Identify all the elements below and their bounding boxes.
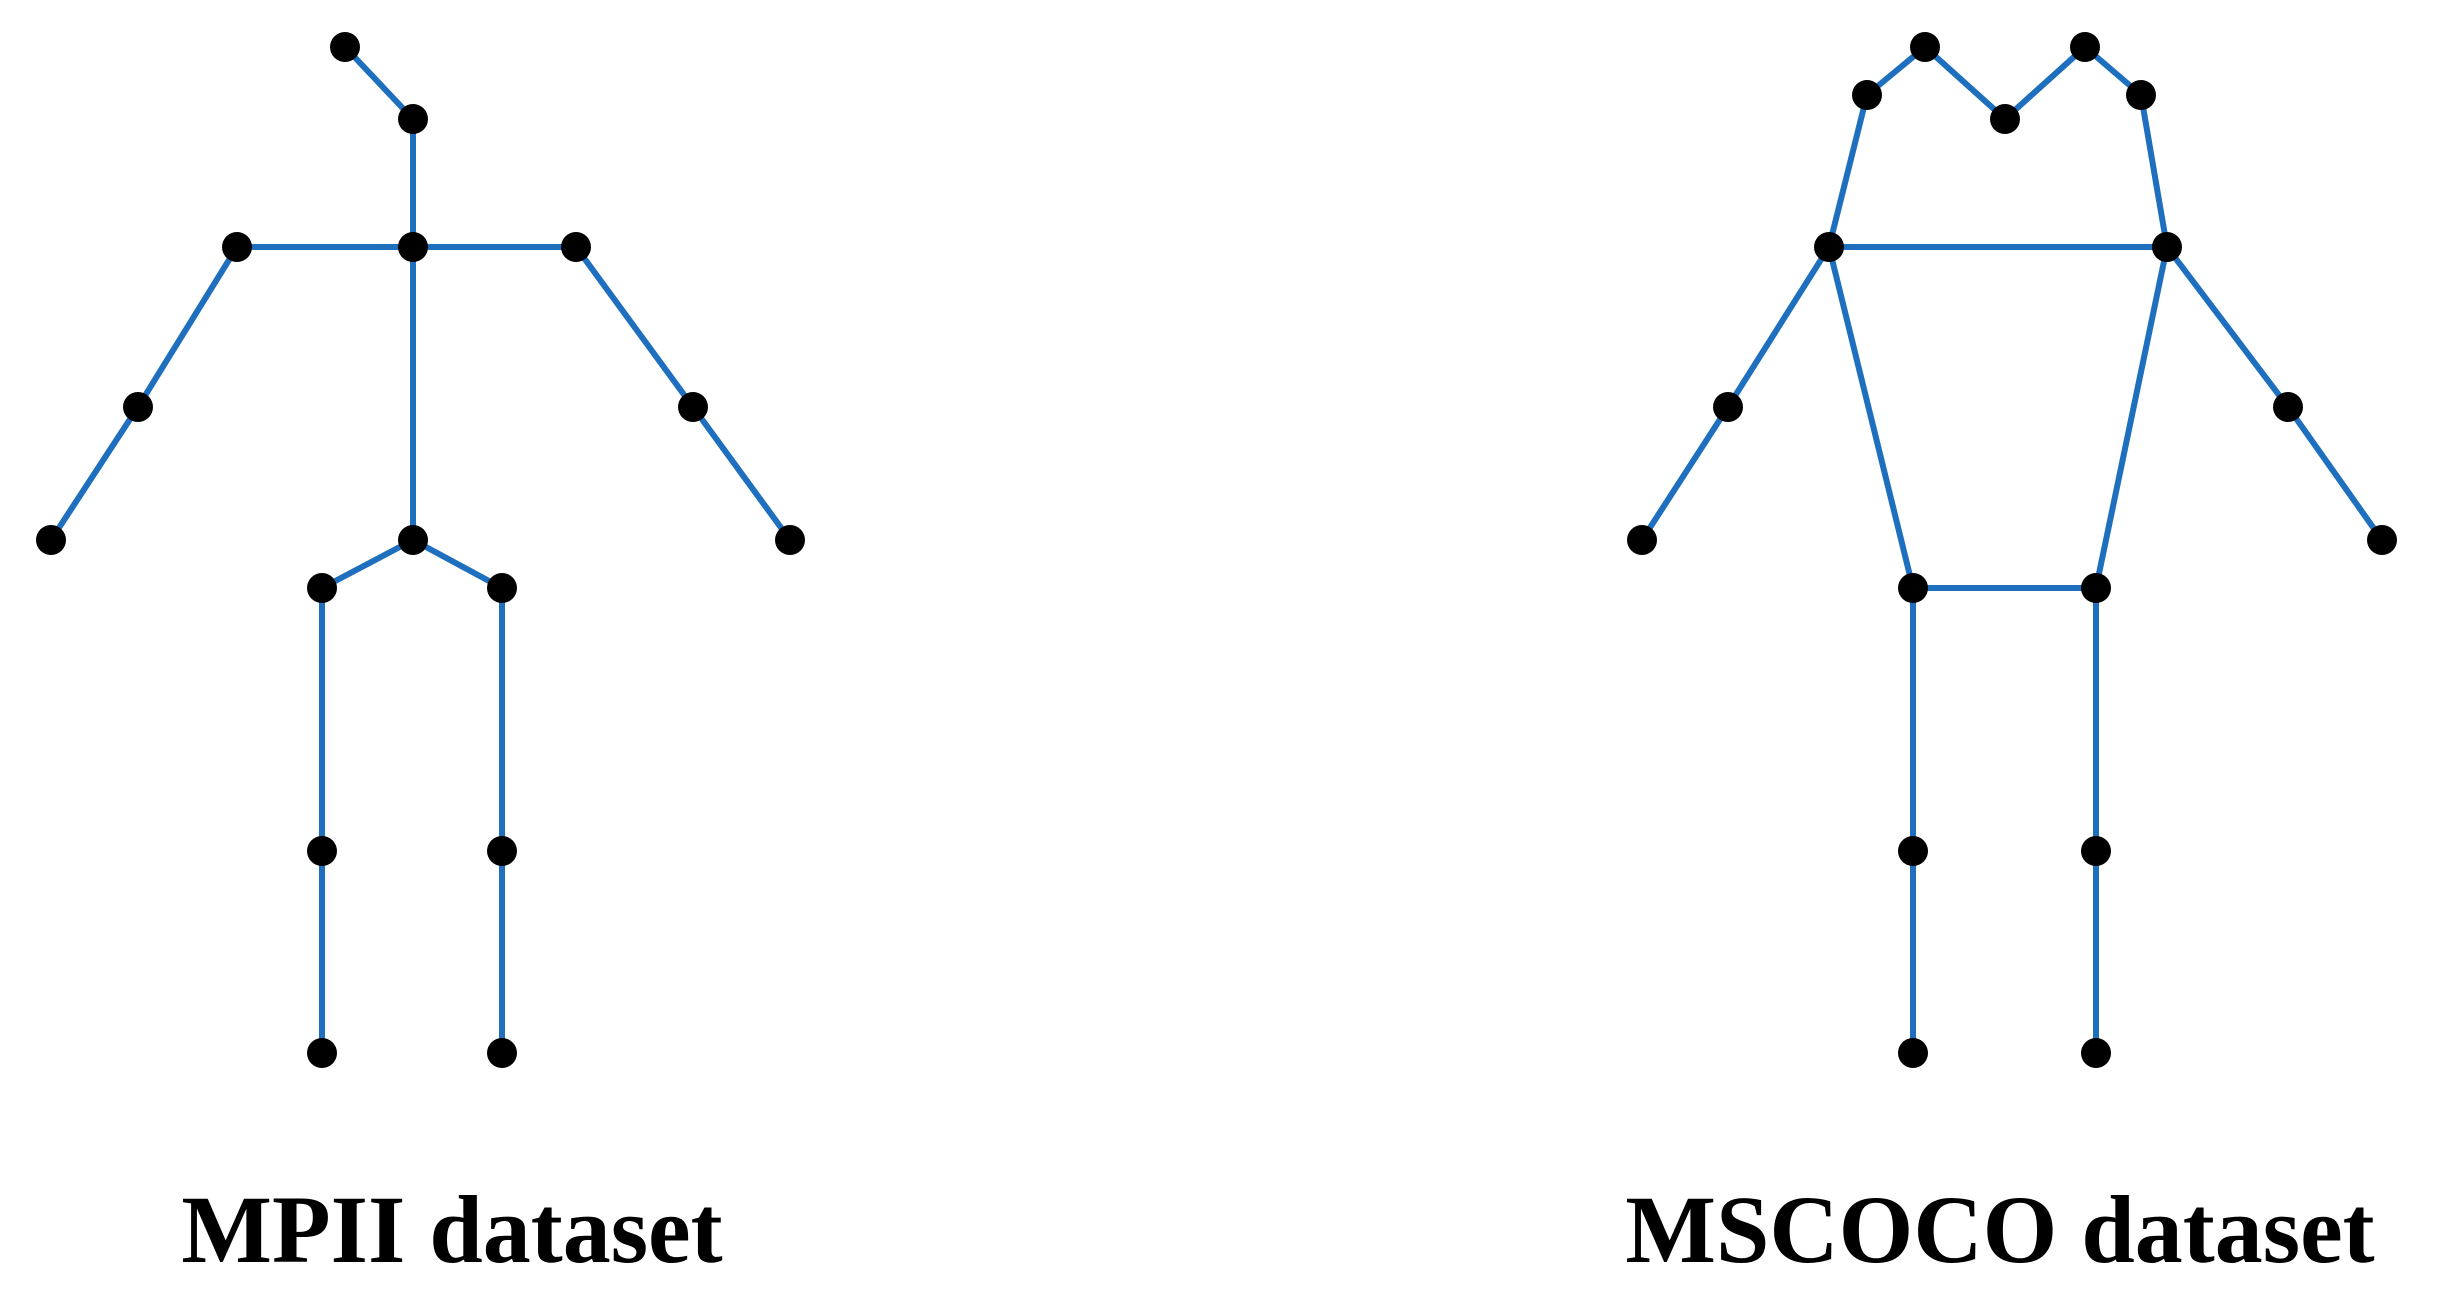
mscoco-joint <box>2081 573 2111 603</box>
mpii-skeleton <box>36 32 805 1068</box>
mscoco-joint <box>1910 32 1940 62</box>
mscoco-joint <box>2273 392 2303 422</box>
mscoco-joint <box>2070 32 2100 62</box>
mpii-joint <box>123 392 153 422</box>
mpii-bones <box>48 44 793 1056</box>
mpii-bone <box>342 44 416 122</box>
mpii-joint <box>678 392 708 422</box>
mscoco-joint <box>1898 1038 1928 1068</box>
mpii-joint <box>398 525 428 555</box>
mscoco-bone <box>1826 92 1870 250</box>
mpii-joint <box>487 836 517 866</box>
mpii-joint <box>487 1038 517 1068</box>
mscoco-joint <box>2081 836 2111 866</box>
mscoco-joint <box>2126 80 2156 110</box>
mscoco-bone <box>2138 92 2170 250</box>
mpii-joint <box>307 573 337 603</box>
mscoco-bone <box>1639 404 1731 543</box>
mpii-bone <box>690 404 793 543</box>
mscoco-bone <box>2164 244 2291 410</box>
mscoco-joint <box>2152 232 2182 262</box>
mscoco-skeleton <box>1627 32 2397 1068</box>
mpii-joint <box>561 232 591 262</box>
mpii-joint <box>307 836 337 866</box>
mpii-joint <box>398 232 428 262</box>
mscoco-joint <box>1713 392 1743 422</box>
mpii-joint <box>307 1038 337 1068</box>
mscoco-joint <box>2367 525 2397 555</box>
mscoco-bone <box>1725 244 1832 410</box>
mpii-bone <box>410 537 505 591</box>
mscoco-bone <box>2093 244 2170 591</box>
mpii-bone <box>319 537 416 591</box>
mscoco-bone <box>2002 44 2088 122</box>
mpii-caption: MPII dataset <box>181 1176 722 1283</box>
mscoco-caption: MSCOCO dataset <box>1625 1176 2374 1283</box>
mpii-bone <box>48 404 141 543</box>
mscoco-joint <box>2081 1038 2111 1068</box>
mscoco-bone <box>2285 404 2385 543</box>
mpii-joint <box>398 104 428 134</box>
mscoco-joint <box>1898 836 1928 866</box>
mpii-joint <box>775 525 805 555</box>
mpii-bone <box>135 244 240 410</box>
mscoco-joint <box>1898 573 1928 603</box>
mpii-joint <box>330 32 360 62</box>
mscoco-joint <box>1990 104 2020 134</box>
mscoco-bone <box>1826 244 1916 591</box>
mpii-bone <box>573 244 696 410</box>
mpii-joints <box>36 32 805 1068</box>
mscoco-joint <box>1627 525 1657 555</box>
mpii-joint <box>222 232 252 262</box>
mscoco-joints <box>1627 32 2397 1068</box>
mpii-joint <box>36 525 66 555</box>
mscoco-bone <box>1922 44 2008 122</box>
mpii-joint <box>487 573 517 603</box>
mscoco-joint <box>1814 232 1844 262</box>
mscoco-bones <box>1639 44 2385 1056</box>
mscoco-joint <box>1852 80 1882 110</box>
